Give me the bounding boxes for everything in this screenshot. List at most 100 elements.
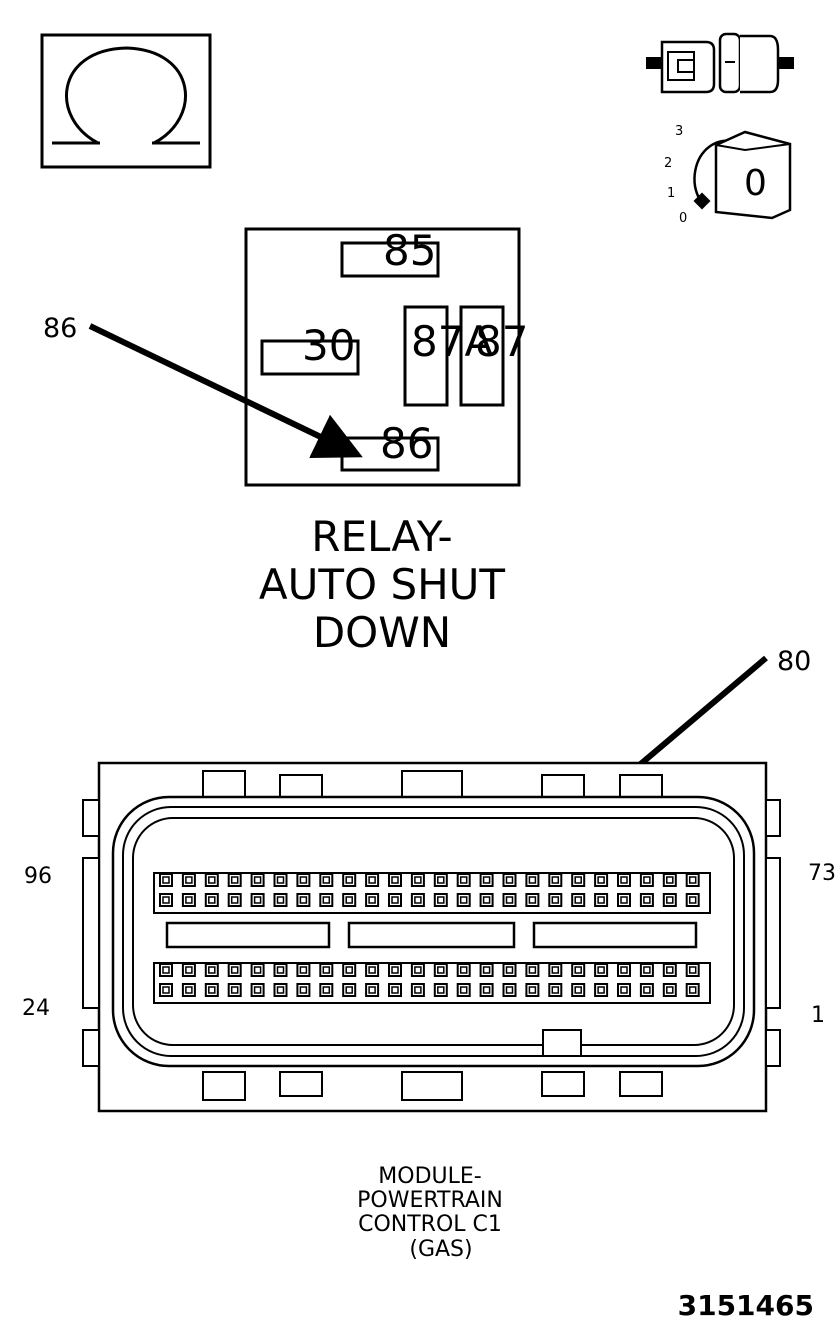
pin-cavity-inner [505,896,514,904]
pin-cavity-inner [551,876,560,884]
pin-cavity [525,983,540,997]
pin-cavity [685,893,700,907]
pin-cavity [365,893,380,907]
relay-callout-arrow [88,323,363,459]
pin-cavity [319,983,334,997]
pin-cavity-inner [208,896,216,904]
pin-cavity-inner [391,986,399,994]
pin-cavity-inner [162,896,170,904]
pin-cavity [204,983,219,997]
pin-cavity-inner [597,896,605,904]
pin-label-24: 24 [22,996,50,1021]
pin-cavity-inner [368,966,376,974]
pin-cavity-inner [482,896,491,904]
relay-terminal-30: 30 [302,321,355,370]
pin-cavity-inner [482,986,491,994]
pin-label-96: 96 [24,864,52,889]
pin-cavity-inner [345,966,353,974]
pin-cavity [159,983,173,997]
pin-cavity [319,963,334,977]
pin-cavity [502,963,517,977]
pin-cavity-inner [437,876,445,884]
pin-cavity-inner [597,966,605,974]
pin-cavity-inner [162,986,170,994]
pcm-caption-line-1: MODULE- [378,1164,481,1189]
pin-cavity [433,893,448,907]
pin-cavity [388,893,402,907]
pin-cavity [204,893,219,907]
pin-cavity-inner [253,876,262,884]
pin-cavity [342,873,357,887]
pin-cavity [548,893,563,907]
connector-disconnected-icon [646,32,794,94]
pin-cavity-inner [459,966,468,974]
pin-row-top [159,873,700,907]
pin-cavity [685,873,700,887]
pin-label-73: 73 [808,861,836,886]
pin-cavity-inner [437,896,445,904]
relay-terminal-87: 87 [475,317,528,366]
pin-cavity-inner [185,986,193,994]
pin-cavity-inner [322,966,331,974]
relay-caption-line-2: AUTO SHUT [259,560,506,609]
pin-cavity [388,963,402,977]
pin-cavity-inner [276,876,285,884]
pin-cavity [479,893,494,907]
pin-cavity-inner [643,896,651,904]
pin-cavity [273,873,288,887]
pin-cavity [479,983,494,997]
pin-cavity-inner [574,896,582,904]
pin-cavity-inner [208,966,216,974]
pin-cavity-inner [505,966,514,974]
pin-cavity-inner [414,986,422,994]
relay-auto-shut-down: 85 30 87A 87 86 86 RELAY- AUTO SHUT DOWN [43,226,528,657]
pin-cavity [502,893,517,907]
pin-cavity-inner [666,986,674,994]
pin-cavity [594,963,609,977]
pin-cavity [410,963,425,977]
pin-cavity [525,963,540,977]
pin-cavity-inner [643,876,651,884]
ignition-position-1: 1 [667,186,675,201]
pin-cavity [548,873,563,887]
pin-cavity-inner [620,986,628,994]
pin-cavity [639,873,654,887]
pin-cavity-inner [482,966,491,974]
pin-cavity [273,963,288,977]
pin-cavity-inner [574,876,582,884]
relay-callout-label: 86 [43,313,77,344]
pin-cavity [617,983,631,997]
pin-cavity [685,983,700,997]
ignition-position-0: 0 [679,211,687,226]
pin-cavity-inner [299,896,308,904]
pin-cavity [296,983,311,997]
pin-cavity [388,983,402,997]
pin-cavity [250,893,265,907]
pin-cavity [342,893,357,907]
pin-cavity-inner [620,876,628,884]
pin-cavity [662,963,677,977]
pcm-caption-line-3: CONTROL C1 [358,1212,502,1237]
pin-cavity-inner [666,966,674,974]
pin-row-bottom [159,963,700,997]
pin-cavity [227,963,242,977]
pin-cavity-inner [162,876,170,884]
pin-cavity [548,983,563,997]
pin-cavity [594,983,609,997]
pin-cavity [410,893,425,907]
pin-cavity-inner [230,896,239,904]
pin-cavity [456,983,471,997]
pin-cavity-inner [551,896,560,904]
pin-cavity [204,873,219,887]
pin-cavity-inner [643,986,651,994]
pin-cavity-inner [688,986,697,994]
pin-cavity [662,873,677,887]
pin-cavity-inner [414,876,422,884]
pin-label-1: 1 [811,1003,825,1028]
pcm-caption-line-2: POWERTRAIN [357,1188,503,1213]
pin-cavity-inner [528,966,537,974]
pin-cavity-inner [551,986,560,994]
pin-cavity [410,873,425,887]
pin-cavity-inner [162,966,170,974]
